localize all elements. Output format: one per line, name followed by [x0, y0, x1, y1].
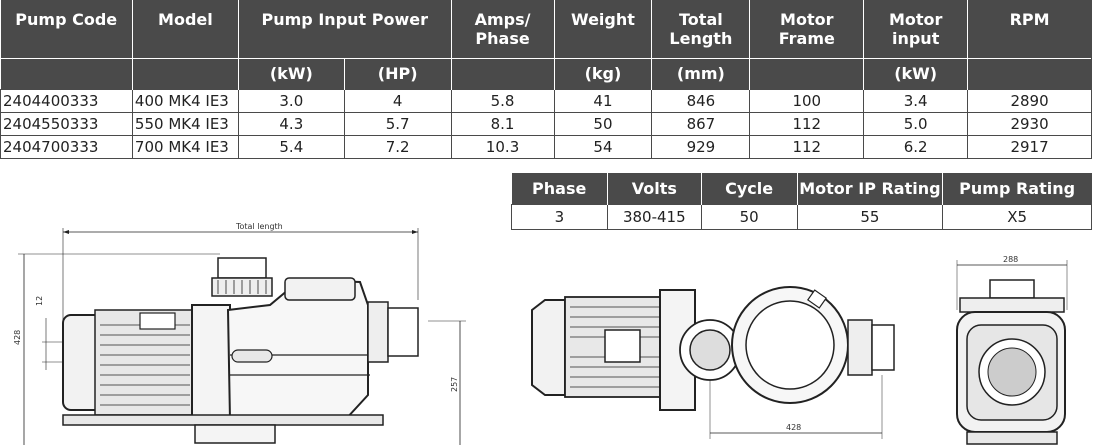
cell-length: 867 [651, 111, 751, 136]
unit-kw: (kW) [238, 57, 345, 89]
unit-empty-4 [749, 57, 865, 89]
header-total-line2: Length [669, 29, 733, 48]
cell-model: 400 MK4 IE3 [131, 88, 239, 113]
cell-rpm: 2930 [967, 111, 1092, 136]
cell-hp: 4 [343, 88, 452, 113]
header-cycle: Cycle [701, 173, 798, 205]
cell-length: 929 [651, 134, 751, 159]
unit-empty-2 [132, 57, 239, 89]
header-amps-phase: Amps/Phase [451, 0, 555, 58]
header-volts: Volts [607, 173, 702, 205]
header-model: Model [132, 0, 239, 58]
unit-empty-1 [0, 57, 133, 89]
cell-model: 700 MK4 IE3 [131, 134, 239, 159]
cell-pump-code: 2404550333 [0, 111, 133, 136]
cell-length: 846 [651, 88, 751, 113]
cell-frame: 112 [749, 111, 865, 136]
cell-phase: 3 [511, 204, 608, 230]
unit-empty-3 [451, 57, 555, 89]
header-motor-frame-line1: Motor [780, 10, 834, 29]
total-length-label: Total length [235, 222, 283, 231]
header-pump-input-power: Pump Input Power [238, 0, 452, 58]
cell-motor-input: 5.0 [863, 111, 969, 136]
cell-kw: 3.0 [237, 88, 345, 113]
pump-side-view-drawing: Total length 428 12 257 [13, 222, 466, 445]
cell-rpm: 2917 [967, 134, 1092, 159]
cell-amps: 5.8 [450, 88, 555, 113]
cell-weight: 41 [553, 88, 653, 113]
cell-hp: 5.7 [343, 111, 452, 136]
unit-hp: (HP) [344, 57, 452, 89]
header-amps-line1: Amps/ [474, 10, 531, 29]
cell-motor-input: 3.4 [863, 88, 969, 113]
header-total-line1: Total [679, 10, 723, 29]
pump-end-view-drawing: 288 [956, 255, 1068, 445]
cell-volts: 380-415 [606, 204, 702, 230]
header-motor-input: Motor input [863, 0, 969, 58]
cell-rpm: 2890 [967, 88, 1092, 113]
cell-motor-input: 6.2 [863, 134, 969, 159]
table-row: 2404550333 550 MK4 IE3 4.3 5.7 8.1 50 86… [0, 111, 1092, 136]
end-width-label: 288 [1003, 255, 1018, 264]
table-row: 2404400333 400 MK4 IE3 3.0 4 5.8 41 846 … [0, 88, 1092, 113]
unit-kg: (kg) [554, 57, 653, 89]
cell-ip-rating: 55 [796, 204, 944, 230]
header-weight: Weight [554, 0, 653, 58]
cell-hp: 7.2 [343, 134, 452, 159]
cell-amps: 8.1 [450, 111, 555, 136]
cell-frame: 112 [749, 134, 865, 159]
offset-label: 12 [35, 296, 44, 306]
cell-model: 550 MK4 IE3 [131, 111, 239, 136]
unit-mm: (mm) [651, 57, 751, 89]
top-width-label: 428 [786, 423, 801, 432]
cell-kw: 5.4 [237, 134, 345, 159]
cell-frame: 100 [749, 88, 865, 113]
header-motor-ip-rating: Motor IP Rating [797, 173, 944, 205]
cell-pump-code: 2404700333 [0, 134, 133, 159]
header-pump-code: Pump Code [0, 0, 133, 58]
header-motor-frame-line2: Frame [778, 29, 835, 48]
cell-weight: 50 [553, 111, 653, 136]
header-phase: Phase [511, 173, 608, 205]
cell-kw: 4.3 [237, 111, 345, 136]
cell-pump-rating: X5 [942, 204, 1092, 230]
table-row: 2404700333 700 MK4 IE3 5.4 7.2 10.3 54 9… [0, 134, 1092, 159]
header-amps-line2: Phase [475, 29, 530, 48]
cell-cycle: 50 [700, 204, 798, 230]
cell-pump-code: 2404400333 [0, 88, 133, 113]
table-row: 3 380-415 50 55 X5 [511, 204, 1092, 230]
inlet-height-label: 257 [450, 377, 459, 392]
header-pump-rating: Pump Rating [942, 173, 1092, 205]
height-label: 428 [13, 330, 22, 345]
cell-amps: 10.3 [450, 134, 555, 159]
cell-weight: 54 [553, 134, 653, 159]
unit-motor-kw: (kW) [863, 57, 969, 89]
pump-top-view-drawing: 428 [531, 286, 895, 439]
header-rpm: RPM [967, 0, 1092, 58]
electrical-spec-table: Phase Volts Cycle Motor IP Rating Pump R… [511, 173, 1092, 230]
pump-spec-table: Pump Code Model Pump Input Power Amps/Ph… [0, 0, 1092, 159]
unit-empty-5 [967, 57, 1092, 89]
